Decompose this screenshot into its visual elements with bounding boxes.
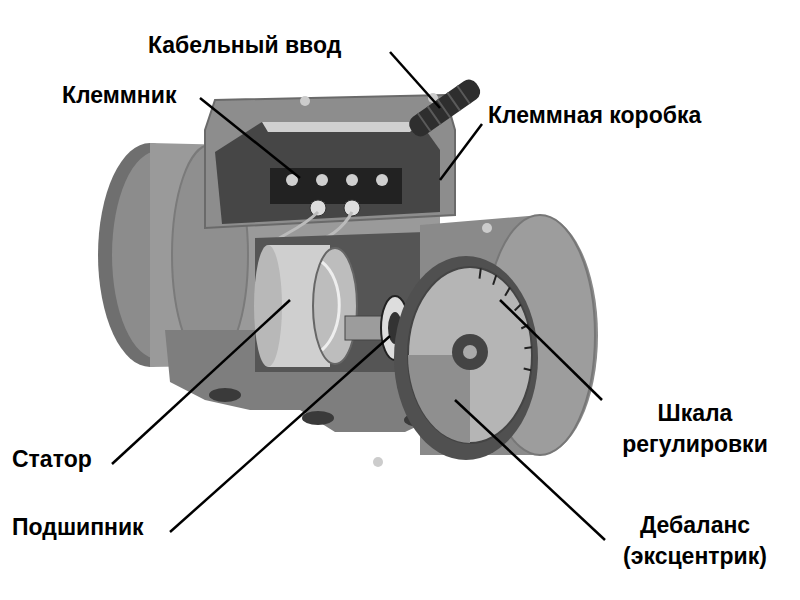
screw: [373, 457, 383, 467]
part-label: Клеммная коробка: [488, 100, 701, 131]
winding: [313, 248, 357, 364]
leader-line: [440, 124, 482, 180]
leader-line: [500, 300, 602, 400]
gasket: [262, 122, 420, 132]
terminal-strip: [270, 168, 402, 204]
leader-line: [455, 400, 605, 540]
part-label: Дебаланс (эксцентрик): [605, 510, 785, 572]
part-label: Клеммник: [62, 80, 176, 111]
leader-line: [170, 336, 390, 532]
leader-line: [200, 98, 300, 178]
cable-gland: [406, 76, 484, 140]
leader-line: [112, 300, 290, 464]
leader-line: [390, 52, 440, 108]
screw: [300, 96, 310, 106]
gland-body: [406, 76, 484, 140]
mount-hole: [209, 388, 241, 402]
terminal: [346, 174, 358, 186]
part-label: Кабельный ввод: [148, 30, 341, 61]
winding-wire: [322, 262, 339, 350]
screw: [482, 223, 492, 233]
hub: [452, 334, 488, 370]
hub-bolt: [463, 345, 477, 359]
part-label: Шкала регулировки: [605, 398, 785, 460]
scale-disk: [408, 267, 532, 443]
cover-cutaway: [394, 256, 538, 460]
part-label: Статор: [12, 444, 92, 475]
stator-end: [254, 245, 282, 367]
terminal: [376, 174, 388, 186]
terminal: [316, 174, 328, 186]
mount-hole: [302, 411, 334, 425]
eccentric-weight: [408, 355, 470, 443]
part-label: Подшипник: [12, 512, 144, 543]
